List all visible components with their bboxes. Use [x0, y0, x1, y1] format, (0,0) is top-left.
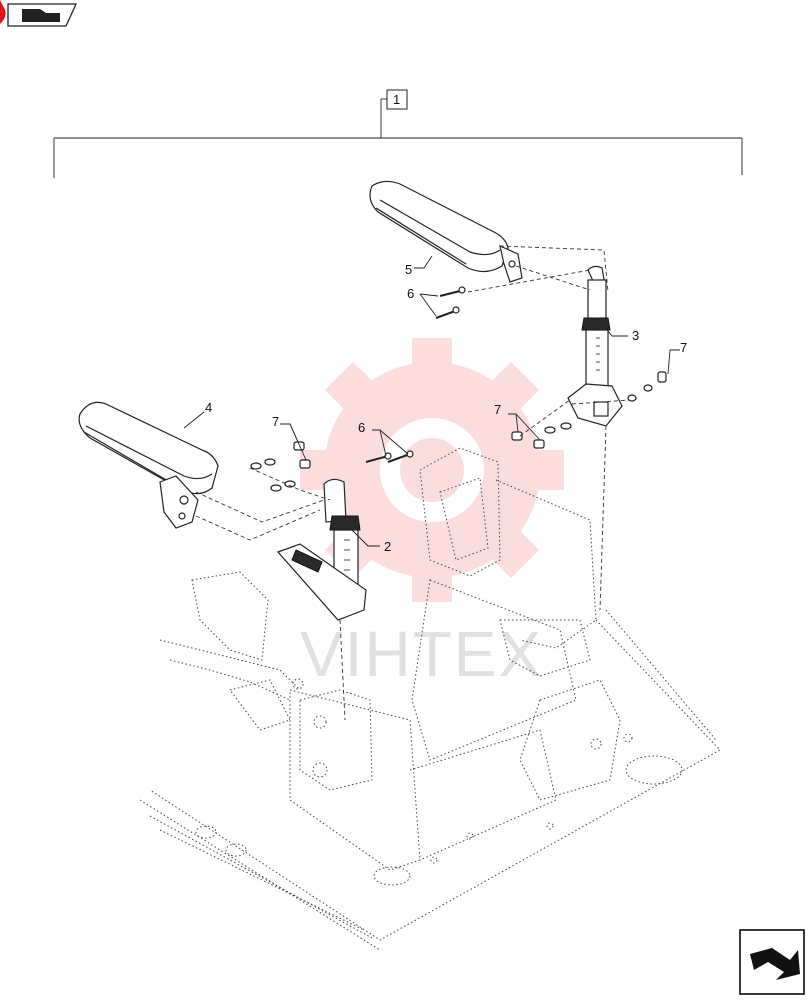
screw-set-7-middle [511, 422, 572, 449]
callout-6-lower: 6 [358, 420, 365, 435]
support-column-2 [276, 478, 367, 621]
callout-2: 2 [384, 539, 391, 554]
callout-3: 3 [632, 328, 639, 343]
assembly-guide-lines [195, 245, 631, 721]
back-navigation-icon[interactable] [0, 0, 78, 27]
callout-5: 5 [405, 262, 412, 277]
screw-set-7-right [627, 371, 667, 402]
callout-6-upper: 6 [407, 286, 414, 301]
callout-7-right: 7 [680, 340, 687, 355]
armrest-right [369, 180, 523, 283]
callout-leaders [183, 255, 680, 547]
callout-1: 1 [393, 92, 400, 107]
callout-7-middle: 7 [494, 402, 501, 417]
support-column-3 [567, 265, 623, 427]
bolt-set-6-lower [365, 450, 414, 463]
callout-4: 4 [205, 400, 212, 415]
watermark-text: VIHTEX [300, 618, 543, 690]
screw-set-7-left [250, 441, 311, 492]
callout-7-left: 7 [272, 414, 279, 429]
cab-frame-outline [139, 447, 721, 951]
assembly-callout-box [386, 89, 408, 110]
next-navigation-icon[interactable] [739, 929, 805, 995]
assembly-bracket [53, 89, 743, 178]
armrest-left [78, 401, 219, 529]
bolt-set-6-upper [435, 286, 466, 319]
